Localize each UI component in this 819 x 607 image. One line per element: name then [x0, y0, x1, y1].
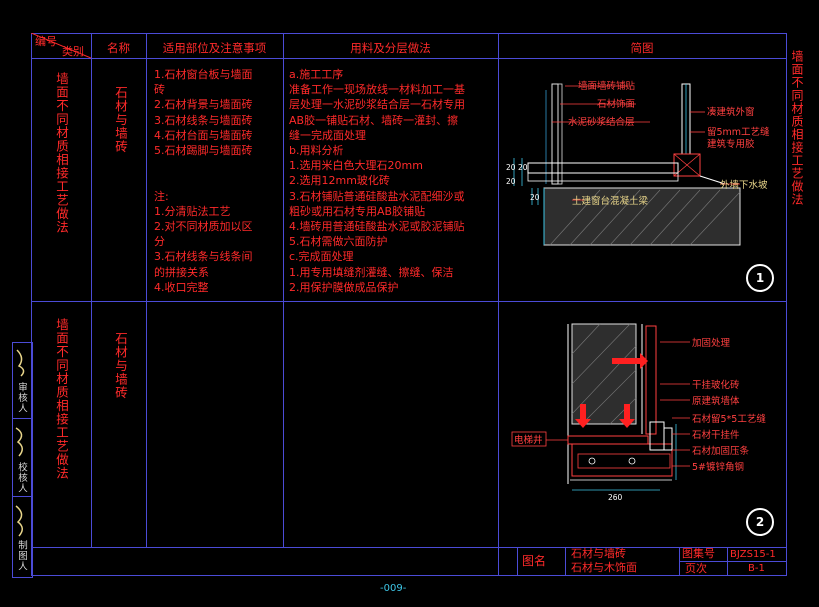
page-value: B-1 [748, 563, 765, 574]
material-header: 用料及分层做法 [350, 41, 431, 55]
frame-left [31, 33, 32, 576]
diag2-label-0: 加固处理 [692, 337, 731, 349]
footer-col-a [517, 547, 518, 576]
atlas-value: BJZS15-1 [730, 549, 776, 560]
diagram-2: 加固处理 干挂玻化砖 原建筑墙体 石材留5*5工艺缝 石材干挂件 石材加固压条 … [511, 323, 766, 502]
category-label: 类别 [62, 45, 84, 58]
diag1-label-1: 石材饰面 [597, 98, 635, 110]
diag1-dim-2: 20 [518, 163, 528, 172]
header-diagonal [31, 33, 91, 59]
diag1-label-3: 凑建筑外窗 [707, 106, 755, 118]
row1-scope: 1.石材窗台板与墙面 砖 2.石材背景与墙面砖 3.石材线条与墙面砖 4.石材台… [154, 68, 253, 294]
diag1-dim-3: 20 [530, 193, 540, 202]
approval-sep-2 [12, 496, 31, 497]
page-label: 页次 [685, 562, 707, 575]
header-divider-right [498, 58, 786, 59]
diag1-label-4b: 建筑专用胶 [707, 138, 755, 150]
atlas-label: 图集号 [682, 547, 715, 560]
col-line-2 [146, 33, 147, 547]
figure-name-2: 石材与木饰面 [571, 561, 637, 574]
col-line-1 [91, 33, 92, 547]
diag2-label-4: 石材干挂件 [692, 429, 740, 441]
row-divider [31, 301, 787, 302]
diag2-label-7: 电梯井 [514, 434, 543, 446]
row1-material: a.施工工序 准备工作一现场放线一材料加工一基 层处理一水泥砂浆结合层一石材专用… [289, 68, 465, 294]
approval-strip [12, 342, 33, 578]
diag2-dim-0: 260 [608, 493, 623, 502]
row2-category: 墙面不同材质相接工艺做法 [54, 318, 69, 480]
diag1-dim-0: 20 [506, 163, 516, 172]
frame-bottom [31, 575, 787, 576]
page-number: -009- [380, 583, 407, 594]
name-header: 名称 [107, 41, 130, 55]
row1-category: 墙面不同材质相接工艺做法 [54, 72, 69, 234]
diagram-1-number: 1 [746, 264, 774, 292]
diag1-dim-1: 20 [506, 177, 516, 186]
code-label: 编号 [35, 35, 57, 48]
diag2-label-5: 石材加固压条 [692, 445, 750, 457]
diag1-label-4a: 留5mm工艺缝 [707, 126, 770, 138]
col-line-3 [283, 33, 284, 547]
diag2-label-6: 5#镀锌角钢 [692, 461, 744, 473]
diag2-label-1: 干挂玻化砖 [692, 379, 740, 391]
diag1-label-0: 墙面墙砖铺贴 [578, 80, 636, 92]
reviewer-label: 审核人 [16, 382, 27, 414]
figure-name-1: 石材与墙砖 [571, 547, 626, 560]
footer-row-mid [679, 561, 787, 562]
diag2-label-2: 原建筑墙体 [692, 395, 740, 407]
scope-header: 适用部位及注意事项 [162, 41, 267, 55]
footer-divider [31, 547, 787, 548]
frame-top [31, 33, 787, 34]
diag2-label-3: 石材留5*5工艺缝 [692, 413, 766, 425]
diagram-1: 墙面墙砖铺贴 石材饰面 水泥砂浆结合层 凑建筑外窗 留5mm工艺缝 建筑专用胶 … [506, 80, 770, 246]
drafter-label: 制图人 [16, 540, 27, 572]
diagram-2-number: 2 [746, 508, 774, 536]
row1-name: 石材与墙砖 [113, 86, 128, 154]
col-line-4 [498, 33, 499, 576]
diag1-label-2: 水泥砂浆结合层 [568, 116, 635, 128]
signature-marks [15, 349, 25, 537]
row2-name: 石材与墙砖 [113, 332, 128, 400]
approval-sep-1 [12, 418, 31, 419]
diagram-header: 简图 [630, 41, 654, 55]
figure-name-label: 图名 [522, 554, 547, 568]
footer-col-b [565, 547, 566, 576]
diag1-label-5: 外墙下水坡 [720, 179, 768, 191]
diag1-label-6: 土建窗台混凝土梁 [572, 195, 649, 207]
frame-right [786, 33, 787, 576]
checker-label: 校核人 [16, 462, 27, 494]
header-divider [31, 58, 498, 59]
side-title: 墙面不同材质相接工艺做法 [790, 50, 804, 206]
